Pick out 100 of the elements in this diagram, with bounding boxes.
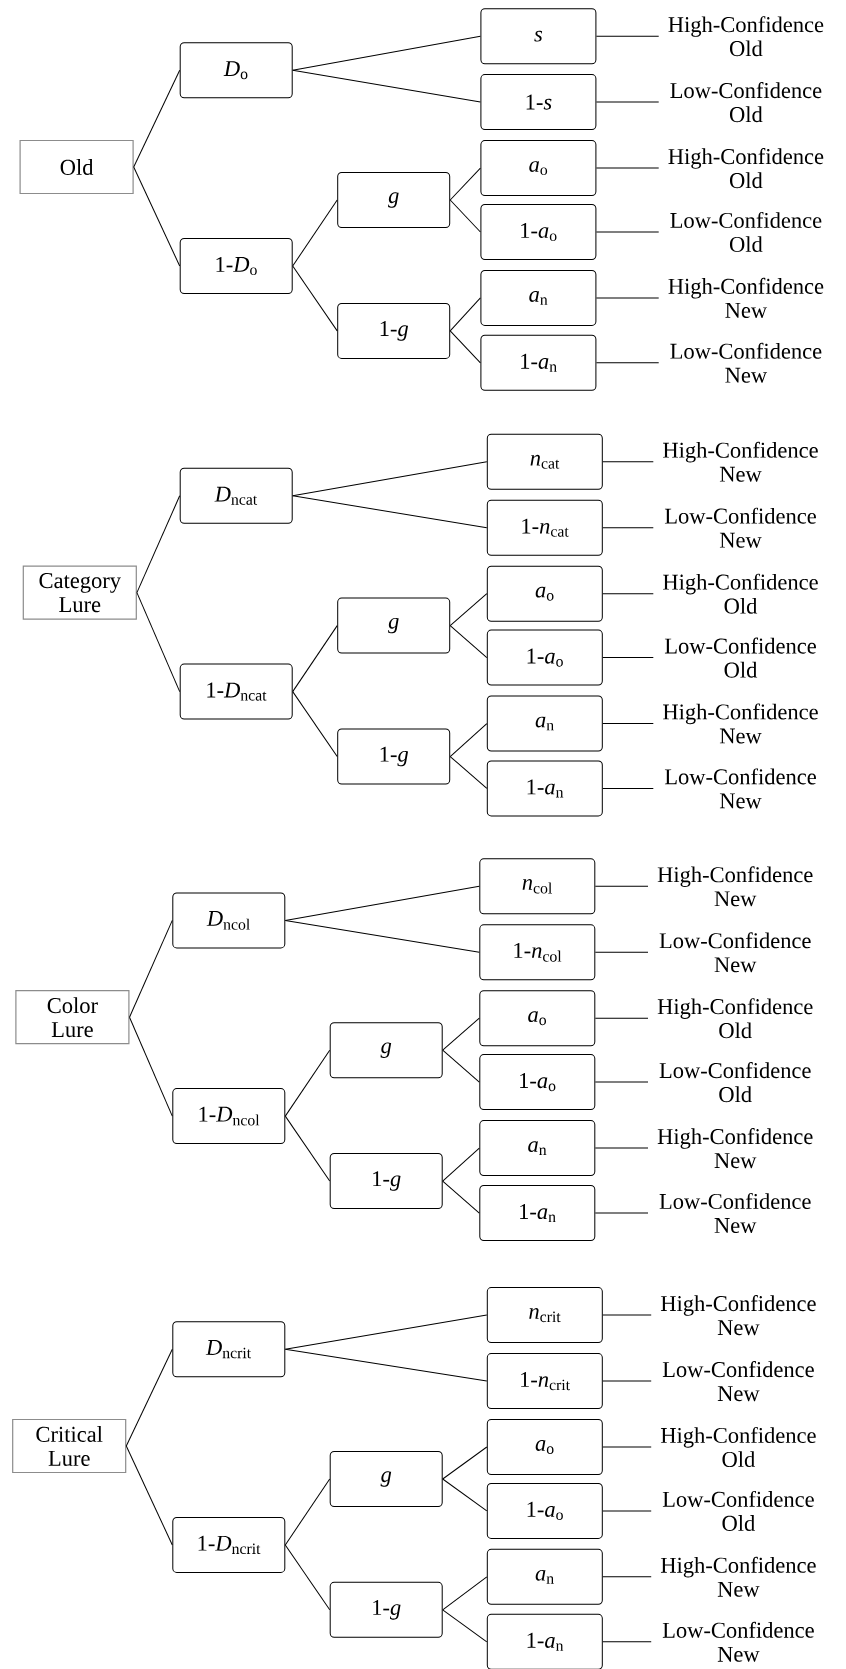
parameter-box: 1-D$_{o}$ — [179, 238, 293, 294]
connector-line — [284, 1314, 488, 1350]
parameter-box: a$_{o}$ — [480, 140, 597, 197]
parameter-box: s — [480, 8, 597, 65]
parameter-box: g — [337, 172, 451, 228]
outcome-label: Low-Confidence Old — [670, 82, 822, 123]
parameter-box: D$_{ncol}$ — [172, 892, 286, 949]
parameter-box: 1-g — [337, 728, 451, 785]
parameter-box: 1-g — [329, 1153, 443, 1209]
connector-line — [602, 461, 654, 463]
connector-line — [442, 1576, 488, 1611]
outcome-label: High-Confidence New — [660, 1556, 816, 1597]
outcome-label: High-Confidence Old — [657, 998, 813, 1039]
parameter-box: 1-g — [329, 1581, 443, 1638]
connector-line — [595, 297, 660, 299]
outcome-label: High-Confidence Old — [668, 16, 824, 57]
outcome-label: High-Confidence New — [660, 1295, 816, 1336]
connector-line — [449, 330, 481, 364]
connector-line — [284, 919, 480, 953]
connector-line — [602, 1510, 652, 1512]
connector-line — [129, 919, 173, 1018]
outcome-label: High-Confidence New — [657, 866, 813, 907]
parameter-box: g — [337, 597, 451, 654]
connector-line — [292, 265, 338, 332]
outcome-label: Low-Confidence New — [659, 1193, 811, 1234]
connector-line — [292, 691, 338, 757]
connector-line — [602, 787, 654, 789]
outcome-label: High-Confidence Old — [668, 148, 824, 189]
root-box: Color Lure — [15, 990, 130, 1045]
parameter-box: a$_{n}$ — [479, 1120, 596, 1177]
connector-line — [292, 35, 481, 71]
connector-line — [136, 592, 181, 693]
outcome-label: High-Confidence New — [657, 1128, 813, 1169]
connector-line — [442, 1180, 480, 1214]
connector-line — [133, 166, 181, 267]
outcome-label: Low-Confidence Old — [662, 1490, 814, 1531]
connector-line — [292, 625, 338, 693]
parameter-box: 1-a$_{n}$ — [486, 760, 603, 817]
parameter-box: 1-D$_{ncat}$ — [179, 663, 293, 720]
connector-line — [442, 1609, 488, 1643]
outcome-label: Low-Confidence New — [662, 1361, 814, 1402]
root-box: Old — [19, 139, 134, 195]
parameter-box: 1-a$_{n}$ — [486, 1613, 603, 1669]
connector-line — [602, 1641, 652, 1643]
connector-line — [284, 1478, 331, 1546]
outcome-label: High-Confidence New — [663, 441, 818, 482]
parameter-box: a$_{n}$ — [486, 1548, 603, 1605]
connector-line — [292, 495, 488, 529]
parameter-box: 1-a$_{o}$ — [479, 1054, 596, 1111]
outcome-label: High-Confidence New — [663, 703, 818, 744]
connector-line — [125, 1348, 173, 1447]
parameter-box: 1-D$_{ncrit}$ — [172, 1516, 286, 1573]
outcome-label: Low-Confidence New — [662, 1621, 814, 1662]
connector-line — [595, 35, 660, 37]
parameter-box: a$_{o}$ — [479, 990, 596, 1047]
connector-line — [449, 167, 481, 201]
parameter-box: n$_{col}$ — [479, 858, 596, 915]
connector-line — [292, 69, 481, 103]
parameter-box: 1-n$_{cat}$ — [486, 499, 603, 556]
parameter-box: 1-g — [337, 302, 451, 359]
connector-line — [284, 1049, 331, 1117]
root-box: Critical Lure — [12, 1418, 127, 1474]
outcome-label: High-Confidence New — [668, 277, 824, 318]
root-box: Category Lure — [22, 565, 137, 620]
parameter-box: a$_{o}$ — [486, 565, 603, 622]
connector-line — [449, 593, 488, 627]
parameter-box: 1-a$_{n}$ — [480, 334, 597, 391]
connector-line — [594, 1147, 649, 1149]
parameter-box: D$_{ncat}$ — [179, 467, 293, 524]
connector-line — [595, 362, 660, 364]
outcome-label: Low-Confidence Old — [664, 637, 816, 678]
connector-line — [284, 1115, 331, 1182]
connector-line — [284, 1348, 488, 1382]
connector-line — [602, 1446, 652, 1448]
parameter-box: D$_{o}$ — [179, 42, 293, 99]
connector-line — [595, 167, 660, 169]
connector-line — [595, 101, 660, 103]
connector-line — [136, 495, 181, 594]
connector-line — [442, 1017, 480, 1051]
parameter-box: 1-D$_{ncol}$ — [172, 1088, 286, 1145]
connector-line — [602, 1576, 652, 1578]
connector-line — [125, 1445, 173, 1546]
parameter-box: 1-a$_{o}$ — [486, 1482, 603, 1539]
connector-line — [594, 885, 649, 887]
connector-line — [284, 885, 480, 921]
connector-line — [442, 1049, 480, 1083]
connector-line — [449, 723, 488, 757]
connector-line — [602, 593, 654, 595]
parameter-box: 1-a$_{n}$ — [479, 1185, 596, 1241]
connector-line — [602, 723, 654, 724]
connector-line — [594, 951, 649, 953]
parameter-box: g — [329, 1451, 443, 1507]
connector-line — [594, 1081, 649, 1083]
parameter-box: 1-s — [480, 74, 597, 131]
parameter-box: a$_{n}$ — [486, 695, 603, 752]
connector-line — [292, 199, 338, 267]
connector-line — [602, 1314, 652, 1316]
connector-line — [284, 1544, 331, 1611]
connector-line — [442, 1147, 480, 1182]
parameter-box: D$_{ncrit}$ — [172, 1321, 286, 1378]
